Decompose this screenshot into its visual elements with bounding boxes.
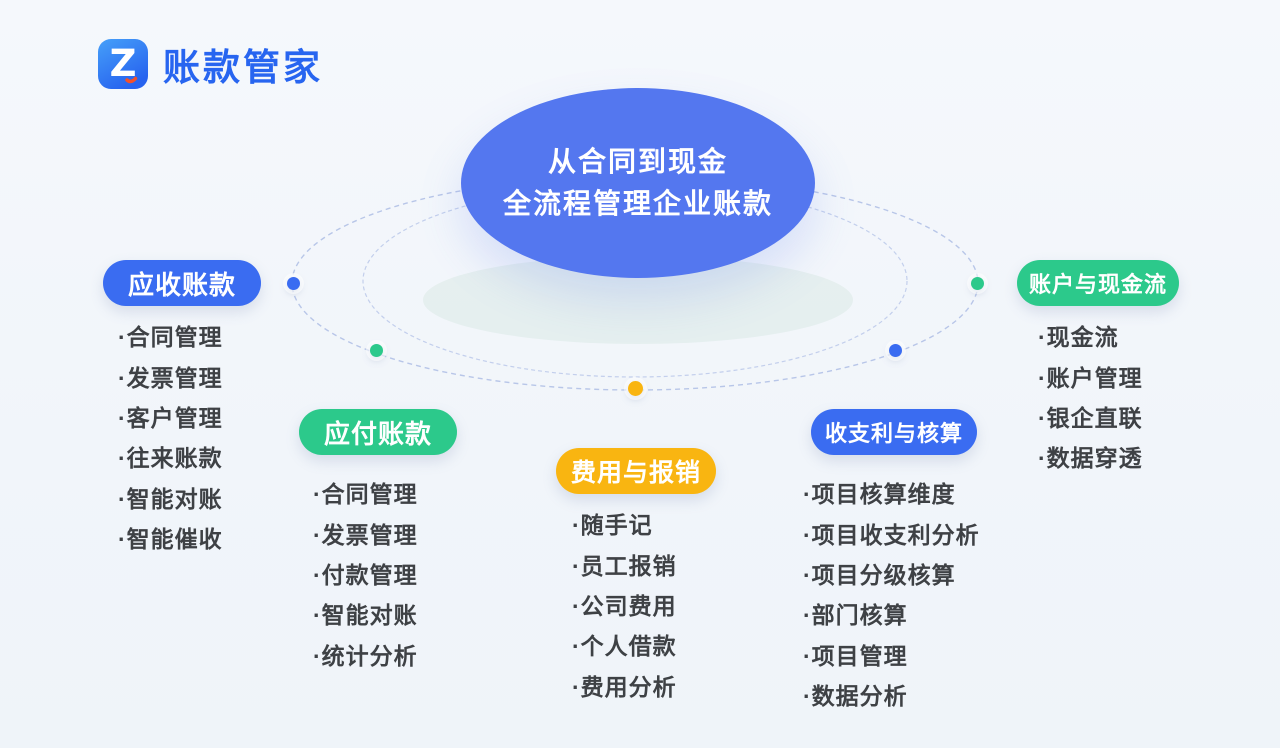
feature-item: ·账户管理 <box>1038 364 1143 391</box>
center-title-line2: 全流程管理企业账款 <box>502 188 773 219</box>
category-pill-cashflow: 账户与现金流 <box>1017 260 1179 306</box>
feature-item: ·客户管理 <box>118 404 223 431</box>
feature-item: ·数据分析 <box>803 683 908 710</box>
feature-item: ·员工报销 <box>572 552 677 579</box>
orbit-dot-lower-left-green <box>370 344 383 357</box>
feature-list-accounting: ·项目核算维度 ·项目收支利分析 ·项目分级核算 ·部门核算 ·项目管理 ·数据… <box>803 472 980 714</box>
feature-item: ·数据穿透 <box>1038 445 1143 472</box>
feature-item: ·费用分析 <box>572 673 677 700</box>
category-pill-accounting: 收支利与核算 <box>811 409 977 455</box>
feature-list-cashflow: ·现金流 ·账户管理 ·银企直联 ·数据穿透 <box>1038 315 1143 477</box>
category-pill-receivables: 应收账款 <box>103 260 261 306</box>
feature-item: ·个人借款 <box>572 633 677 660</box>
brand-logo: Z 账款管家 <box>97 37 323 91</box>
feature-item: ·随手记 <box>572 512 653 539</box>
feature-item: ·合同管理 <box>313 481 418 508</box>
center-title-line1: 从合同到现金 <box>547 146 728 177</box>
feature-item: ·统计分析 <box>313 642 418 669</box>
feature-item: ·项目核算维度 <box>803 481 956 508</box>
feature-item: ·合同管理 <box>118 324 223 351</box>
feature-item: ·项目管理 <box>803 642 908 669</box>
feature-item: ·智能对账 <box>313 602 418 629</box>
feature-item: ·公司费用 <box>572 592 677 619</box>
center-bubble: 从合同到现金 全流程管理企业账款 <box>461 88 815 278</box>
z-logo-icon: Z <box>98 39 148 89</box>
feature-list-expenses: ·随手记 ·员工报销 ·公司费用 ·个人借款 ·费用分析 <box>572 503 677 705</box>
orbit-dot-left-blue <box>287 277 300 290</box>
feature-item: ·部门核算 <box>803 602 908 629</box>
orbit-dot-lower-right-blue <box>889 344 902 357</box>
orbit-dot-bottom-yellow <box>628 381 643 396</box>
brand-name: 账款管家 <box>163 47 323 88</box>
feature-item: ·项目分级核算 <box>803 561 956 588</box>
feature-item: ·发票管理 <box>313 521 418 548</box>
feature-item: ·智能对账 <box>118 485 223 512</box>
feature-item: ·银企直联 <box>1038 404 1143 431</box>
feature-item: ·现金流 <box>1038 324 1119 351</box>
category-pill-expenses: 费用与报销 <box>556 448 716 494</box>
logo-tile <box>98 39 148 89</box>
feature-item: ·往来账款 <box>118 445 223 472</box>
feature-item: ·项目收支利分析 <box>803 521 980 548</box>
logo-red-accent <box>125 76 138 84</box>
feature-list-receivables: ·合同管理 ·发票管理 ·客户管理 ·往来账款 ·智能对账 ·智能催收 <box>118 315 223 557</box>
feature-item: ·发票管理 <box>118 364 223 391</box>
logo-letter: Z <box>110 42 137 85</box>
feature-list-payables: ·合同管理 ·发票管理 ·付款管理 ·智能对账 ·统计分析 <box>313 472 418 674</box>
category-pill-payables: 应付账款 <box>299 409 457 455</box>
feature-item: ·智能催收 <box>118 526 223 553</box>
feature-item: ·付款管理 <box>313 561 418 588</box>
orbit-dot-right-green <box>971 277 984 290</box>
